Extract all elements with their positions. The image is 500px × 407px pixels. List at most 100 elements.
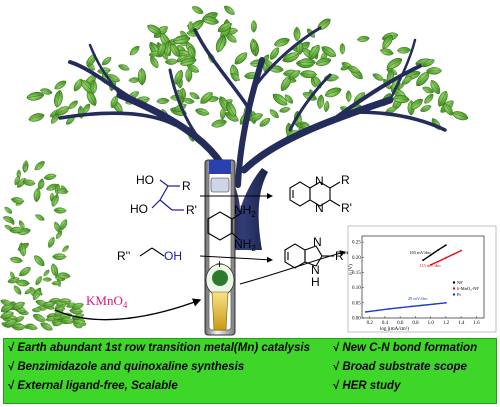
canopy-leaf — [372, 73, 384, 81]
canopy-leaf — [187, 46, 196, 60]
leaf-vein — [322, 47, 336, 56]
leaf-vein — [24, 163, 27, 172]
x-tick-label: 1.6 — [473, 321, 480, 326]
leaf-vein — [72, 321, 86, 325]
leaf-vein — [201, 93, 212, 103]
leaf-vein — [44, 270, 49, 276]
canopy-leaf — [137, 67, 146, 86]
leaf-vein — [420, 106, 431, 111]
leaf-vein — [397, 49, 410, 51]
leaf-vein — [46, 318, 55, 320]
canopy-leaf — [321, 46, 336, 57]
leaf-vein — [279, 108, 290, 112]
falling-leaf — [14, 175, 20, 186]
canopy-leaf — [224, 5, 235, 15]
leaf-vein — [54, 310, 63, 316]
canopy-leaf — [156, 97, 170, 104]
canopy-leaf — [174, 70, 183, 85]
canopy-leaf — [382, 34, 393, 49]
leaf-vein — [53, 322, 62, 325]
leaf-vein — [301, 73, 316, 75]
leaf-vein — [87, 54, 96, 66]
pile-leaf — [31, 307, 42, 313]
leaf-vein — [69, 101, 78, 109]
y-tick-label: 0.15 — [352, 271, 361, 276]
series-point — [422, 259, 424, 262]
y-tick-label: 0.00 — [352, 317, 361, 322]
canopy-leaf — [379, 48, 394, 56]
canopy-leaf — [269, 109, 279, 119]
series-line-0 — [422, 244, 447, 261]
canopy-leaf — [345, 90, 352, 103]
leaf-vein — [26, 326, 37, 329]
canopy-leaf — [68, 100, 78, 109]
leaf-vein — [226, 113, 238, 121]
canopy-leaf — [279, 106, 291, 113]
leaf-vein — [56, 91, 61, 107]
diol-ho-top: HO — [136, 173, 154, 187]
leaf-vein — [380, 50, 393, 54]
canopy-leaf — [188, 21, 194, 34]
leaf-vein — [171, 44, 179, 57]
y-tick-label: 0.25 — [352, 241, 361, 246]
series-point — [437, 260, 440, 263]
leaf-vein — [5, 320, 16, 326]
series-point — [444, 256, 447, 259]
pile-leaf — [0, 311, 14, 319]
slope-annotation: 115 mV/dec — [419, 263, 441, 268]
pile-leaf — [4, 319, 17, 327]
leaf-vein — [55, 81, 66, 89]
feature-left-1: √Earth abundant 1st row transition metal… — [8, 342, 310, 354]
pile-leaf — [12, 324, 26, 331]
canopy-leaf — [324, 87, 342, 98]
canopy-leaf — [220, 107, 226, 120]
canopy-leaf — [422, 86, 434, 94]
leaf-vein — [36, 188, 38, 202]
diamine-ring — [207, 211, 241, 241]
canopy-leaf — [170, 43, 180, 57]
falling-leaf — [4, 224, 13, 231]
leaf-vein — [439, 91, 447, 106]
x-tick-label: 0.2 — [367, 321, 374, 326]
series-point — [399, 306, 402, 309]
pile-leaf — [32, 313, 46, 322]
canopy-leaf — [101, 57, 112, 66]
leaf-vein — [285, 95, 293, 104]
leaf-vein — [402, 76, 412, 85]
canopy-leaf — [392, 95, 410, 103]
x-tick-label: 0.6 — [397, 321, 404, 326]
leaf-vein — [175, 70, 182, 84]
quinoxaline-n-top: N — [315, 174, 324, 188]
leaf-vein — [40, 181, 44, 189]
leaf-vein — [56, 184, 59, 195]
pile-leaf — [54, 300, 64, 306]
canopy-leaf — [272, 93, 288, 106]
canopy-leaf — [386, 58, 403, 69]
leaf-vein — [393, 98, 409, 100]
canopy-leaf — [187, 64, 199, 73]
falling-leaf — [57, 272, 71, 279]
falling-leaf — [43, 173, 57, 180]
leaf-vein — [157, 100, 169, 102]
features-banner — [3, 338, 497, 404]
leaf-vein — [56, 231, 62, 239]
falling-leaf — [4, 206, 13, 214]
amine-top: NH2 — [234, 203, 256, 219]
canopy-leaf — [40, 88, 53, 95]
canopy-leaf — [298, 58, 316, 67]
leaf-vein — [222, 108, 224, 119]
leaf-vein — [33, 315, 45, 321]
leaf-vein — [52, 195, 58, 206]
leaf-vein — [325, 101, 328, 112]
falling-leaf — [51, 281, 61, 286]
leaf-vein — [226, 34, 236, 42]
leaf-vein — [424, 94, 433, 103]
leaf-vein — [312, 77, 316, 87]
canopy-leaf — [315, 57, 332, 66]
diol-r-prime: R' — [186, 203, 197, 217]
canopy-leaf — [195, 108, 210, 116]
series-point — [429, 263, 432, 266]
leaf-vein — [35, 161, 45, 170]
leaf-vein — [15, 176, 19, 185]
